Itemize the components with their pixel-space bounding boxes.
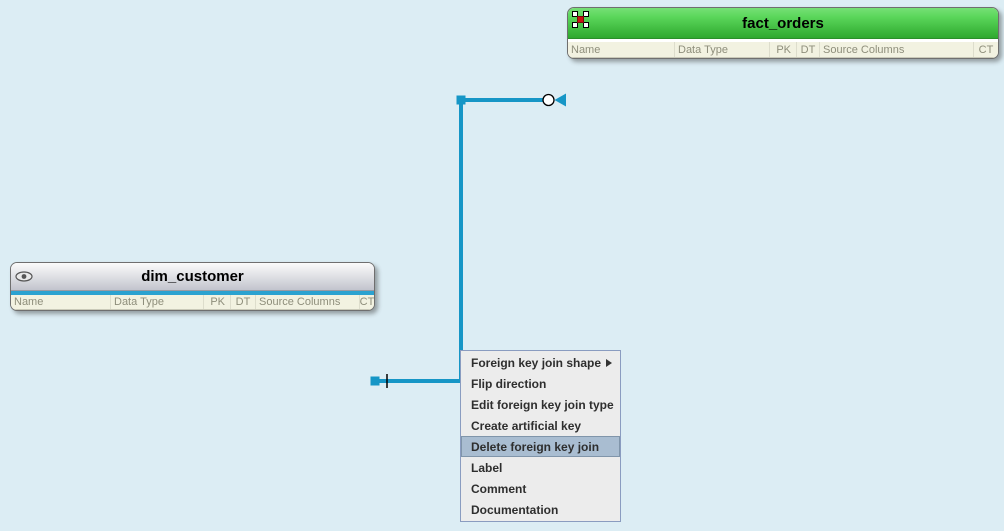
- menu-item-create-artificial-key[interactable]: Create artificial key: [471, 418, 582, 433]
- menu-item-documentation[interactable]: Documentation: [471, 502, 559, 517]
- join-handle[interactable]: [456, 95, 466, 105]
- eye-icon: [15, 269, 33, 287]
- menu-item-delete-foreign-key-join[interactable]: Delete foreign key join: [461, 436, 620, 457]
- column-header-dt: DT: [231, 295, 256, 309]
- selection-strip: [11, 291, 374, 295]
- table-header[interactable]: fact_orders: [568, 8, 998, 39]
- column-header-pk: PK: [770, 42, 797, 57]
- join-circle-marker: [542, 93, 555, 107]
- join-handle[interactable]: [370, 376, 380, 386]
- menu-item-flip-direction[interactable]: Flip direction: [471, 376, 547, 391]
- column-header-dt: DT: [797, 42, 820, 57]
- table-title: dim_customer: [141, 268, 244, 285]
- menu-item-comment[interactable]: Comment: [471, 481, 527, 496]
- column-header-data-type: Data Type: [111, 295, 204, 309]
- submenu-arrow-icon: [606, 358, 612, 367]
- column-header-source-columns: Source Columns: [256, 295, 360, 309]
- join-arrow-marker: [554, 93, 566, 107]
- column-header-name: Name: [568, 42, 675, 57]
- column-header-source-columns: Source Columns: [820, 42, 974, 57]
- column-header-ct: CT: [978, 43, 994, 56]
- column-header-ct: CT: [360, 296, 374, 308]
- table-title: fact_orders: [742, 14, 824, 32]
- table-header[interactable]: dim_customer: [11, 263, 374, 291]
- menu-item-label[interactable]: Label: [471, 460, 503, 475]
- column-header-name: Name: [11, 295, 111, 309]
- menu-item-edit-foreign-key-join-type[interactable]: Edit foreign key join type: [471, 397, 614, 412]
- column-header-pk: PK: [204, 295, 231, 309]
- table-strip: [568, 39, 998, 42]
- column-header-data-type: Data Type: [675, 42, 770, 57]
- menu-item-foreign-key-join-shape[interactable]: Foreign key join shape: [461, 352, 620, 373]
- star-schema-icon: [572, 11, 589, 33]
